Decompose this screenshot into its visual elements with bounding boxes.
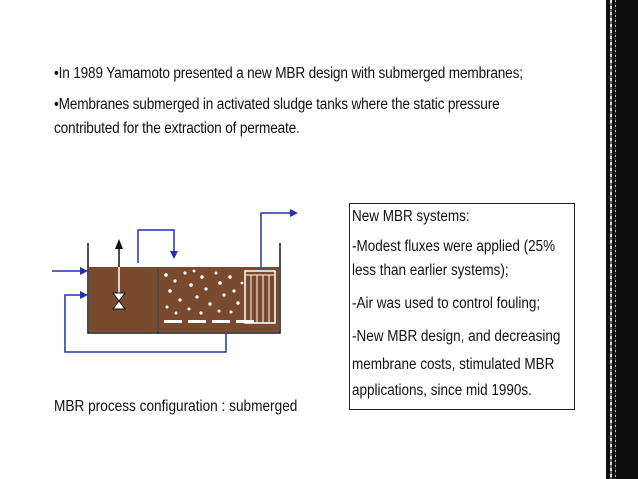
feed-arrowhead xyxy=(80,267,88,275)
decorative-edge-strip xyxy=(606,0,638,479)
membrane-module xyxy=(244,270,276,324)
aerator xyxy=(236,320,254,323)
bullet-membranes-line2: contributed for the extraction of permea… xyxy=(54,120,300,137)
recycle-arrowhead xyxy=(80,291,88,299)
info-box-line: -Air was used to control fouling; xyxy=(352,295,541,312)
bullet-membranes-line1: •Membranes submerged in activated sludge… xyxy=(54,96,500,113)
sludge-left xyxy=(89,267,157,332)
aerator xyxy=(212,320,230,323)
info-box-line: applications, since mid 1990s. xyxy=(352,382,532,399)
recycle-line xyxy=(64,294,227,353)
permeate-arrowhead xyxy=(290,209,298,217)
edge-stripe-inner xyxy=(615,0,616,479)
mixer-valve xyxy=(112,292,126,310)
air-bubbles xyxy=(164,269,244,315)
tank-outline xyxy=(87,243,281,334)
aerator xyxy=(164,320,182,323)
permeate-line xyxy=(260,212,293,267)
info-box-line: -New MBR design, and decreasing xyxy=(352,328,561,345)
mixer-top-arrow xyxy=(115,239,123,249)
info-box-line: -Modest fluxes were applied (25% xyxy=(352,238,556,255)
mbr-process-diagram xyxy=(52,209,298,353)
edge-stripe xyxy=(610,0,612,479)
info-box: New MBR systems: -Modest fluxes were app… xyxy=(349,203,575,410)
info-box-line: membrane costs, stimulated MBR xyxy=(352,356,555,373)
aerator xyxy=(188,320,206,323)
info-box-line: less than earlier systems); xyxy=(352,262,509,279)
info-box-line: New MBR systems: xyxy=(352,208,470,225)
transfer-arrowhead xyxy=(170,251,178,259)
transfer-line xyxy=(137,229,175,263)
figure-caption: MBR process configuration : submerged xyxy=(54,398,298,415)
bullet-yamamoto: •In 1989 Yamamoto presented a new MBR de… xyxy=(54,65,523,82)
